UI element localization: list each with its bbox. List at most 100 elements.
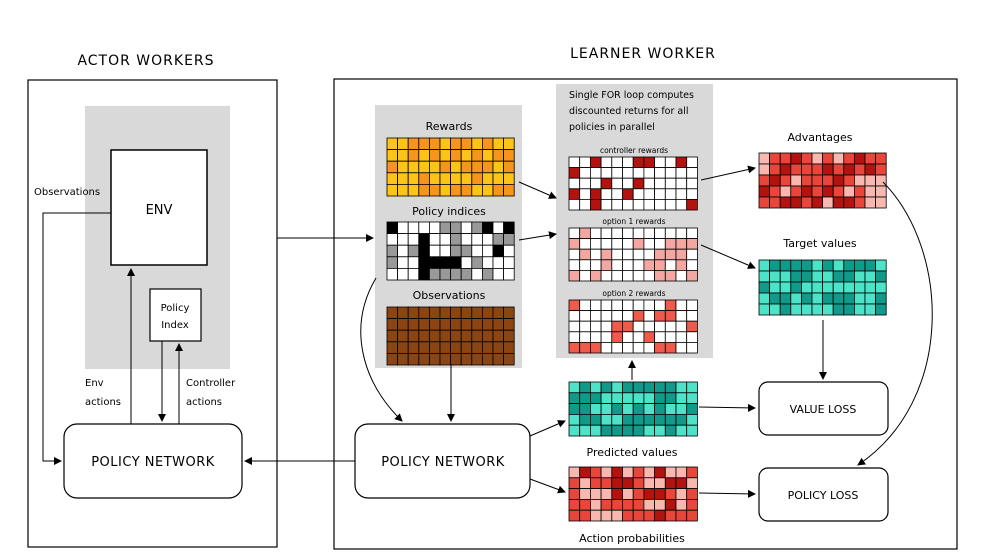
grid-cell bbox=[822, 281, 834, 294]
grid-cell bbox=[632, 381, 645, 394]
grid-cell bbox=[579, 466, 591, 479]
grid-cell bbox=[832, 270, 845, 283]
grid-cell bbox=[407, 256, 420, 269]
grid-cell bbox=[632, 269, 645, 282]
grid-cell bbox=[590, 424, 602, 437]
grid-cell bbox=[686, 310, 698, 322]
grid-cell bbox=[832, 303, 845, 316]
grid-cell bbox=[686, 392, 698, 404]
grid-cell bbox=[428, 233, 441, 246]
grid-cell bbox=[611, 498, 623, 511]
grid-cell bbox=[611, 227, 623, 240]
grid-cell bbox=[758, 259, 771, 272]
grid-cell bbox=[654, 413, 666, 426]
grid-cell bbox=[875, 292, 887, 305]
grid-cell bbox=[460, 160, 473, 174]
grid-cell bbox=[686, 320, 698, 333]
grid-cell bbox=[386, 149, 399, 162]
grid-cell bbox=[675, 198, 688, 211]
policy-index-box bbox=[149, 288, 202, 342]
grid-cell bbox=[622, 167, 634, 179]
grid-cell bbox=[643, 403, 656, 415]
grid-cell bbox=[686, 167, 698, 179]
grid-cell bbox=[439, 306, 452, 320]
grid-cell bbox=[439, 149, 452, 162]
grid-cell bbox=[492, 137, 505, 151]
observations-grid bbox=[386, 306, 515, 366]
grid-cell bbox=[664, 403, 677, 415]
grid-cell bbox=[864, 174, 877, 187]
grid-cell bbox=[822, 196, 834, 209]
grid-cell bbox=[686, 477, 698, 489]
value-loss-label: VALUE LOSS bbox=[790, 403, 857, 416]
grid-cell bbox=[428, 329, 441, 343]
grid-cell bbox=[843, 196, 855, 209]
grid-cell bbox=[769, 185, 781, 198]
grid-cell bbox=[471, 256, 483, 269]
grid-cell bbox=[779, 281, 792, 294]
grid-cell bbox=[622, 238, 634, 250]
grid-cell bbox=[460, 306, 473, 320]
grid-cell bbox=[675, 341, 688, 354]
grid-cell bbox=[590, 403, 602, 415]
grid-cell bbox=[769, 270, 781, 283]
grid-cell bbox=[790, 303, 802, 316]
grid-cell bbox=[471, 183, 483, 197]
grid-cell bbox=[611, 299, 623, 312]
grid-cell bbox=[450, 267, 462, 281]
grid-cell bbox=[632, 310, 645, 322]
grid-cell bbox=[481, 183, 494, 197]
grid-cell bbox=[675, 509, 688, 522]
grid-cell bbox=[590, 259, 602, 271]
grid-cell bbox=[675, 488, 688, 500]
grid-cell bbox=[664, 320, 677, 333]
grid-cell bbox=[632, 509, 645, 522]
grid-cell bbox=[386, 256, 399, 269]
grid-cell bbox=[439, 183, 452, 197]
grid-cell bbox=[397, 183, 409, 197]
env-label: ENV bbox=[146, 203, 173, 218]
grid-cell bbox=[397, 256, 409, 269]
grid-cell bbox=[590, 392, 602, 404]
grid-cell bbox=[632, 403, 645, 415]
grid-cell bbox=[579, 509, 591, 522]
grid-cell bbox=[622, 198, 634, 211]
grid-cell bbox=[418, 267, 430, 281]
grid-cell bbox=[397, 329, 409, 343]
grid-cell bbox=[450, 137, 462, 151]
grid-cell bbox=[590, 381, 602, 394]
grid-cell bbox=[568, 392, 581, 404]
grid-cell bbox=[450, 318, 462, 331]
grid-cell bbox=[654, 269, 666, 282]
grid-cell bbox=[397, 306, 409, 320]
grid-cell bbox=[643, 167, 656, 179]
grid-cell bbox=[632, 177, 645, 190]
grid-cell bbox=[643, 156, 656, 169]
loop-note-line-1: Single FOR loop computes bbox=[569, 90, 694, 101]
grid-cell bbox=[832, 281, 845, 294]
grid-cell bbox=[590, 177, 602, 190]
grid-cell bbox=[811, 185, 824, 198]
grid-cell bbox=[622, 413, 634, 426]
action-probabilities-label: Action probabilities bbox=[579, 532, 685, 545]
grid-cell bbox=[643, 238, 656, 250]
grid-cell bbox=[418, 183, 430, 197]
grid-cell bbox=[590, 498, 602, 511]
grid-cell bbox=[450, 149, 462, 162]
grid-cell bbox=[450, 183, 462, 197]
grid-cell bbox=[428, 318, 441, 331]
grid-cell bbox=[654, 466, 666, 479]
grid-cell bbox=[758, 163, 771, 176]
grid-cell bbox=[428, 221, 441, 235]
grid-cell bbox=[769, 259, 781, 272]
grid-cell bbox=[622, 177, 634, 190]
grid-cell bbox=[503, 306, 515, 320]
grid-cell bbox=[568, 498, 581, 511]
loop-note-line-2: discounted returns for all bbox=[569, 106, 689, 117]
grid-cell bbox=[503, 244, 515, 258]
grid-cell bbox=[428, 149, 441, 162]
grid-cell bbox=[460, 341, 473, 354]
grid-cell bbox=[397, 160, 409, 174]
grid-cell bbox=[854, 281, 866, 294]
grid-cell bbox=[600, 156, 613, 169]
